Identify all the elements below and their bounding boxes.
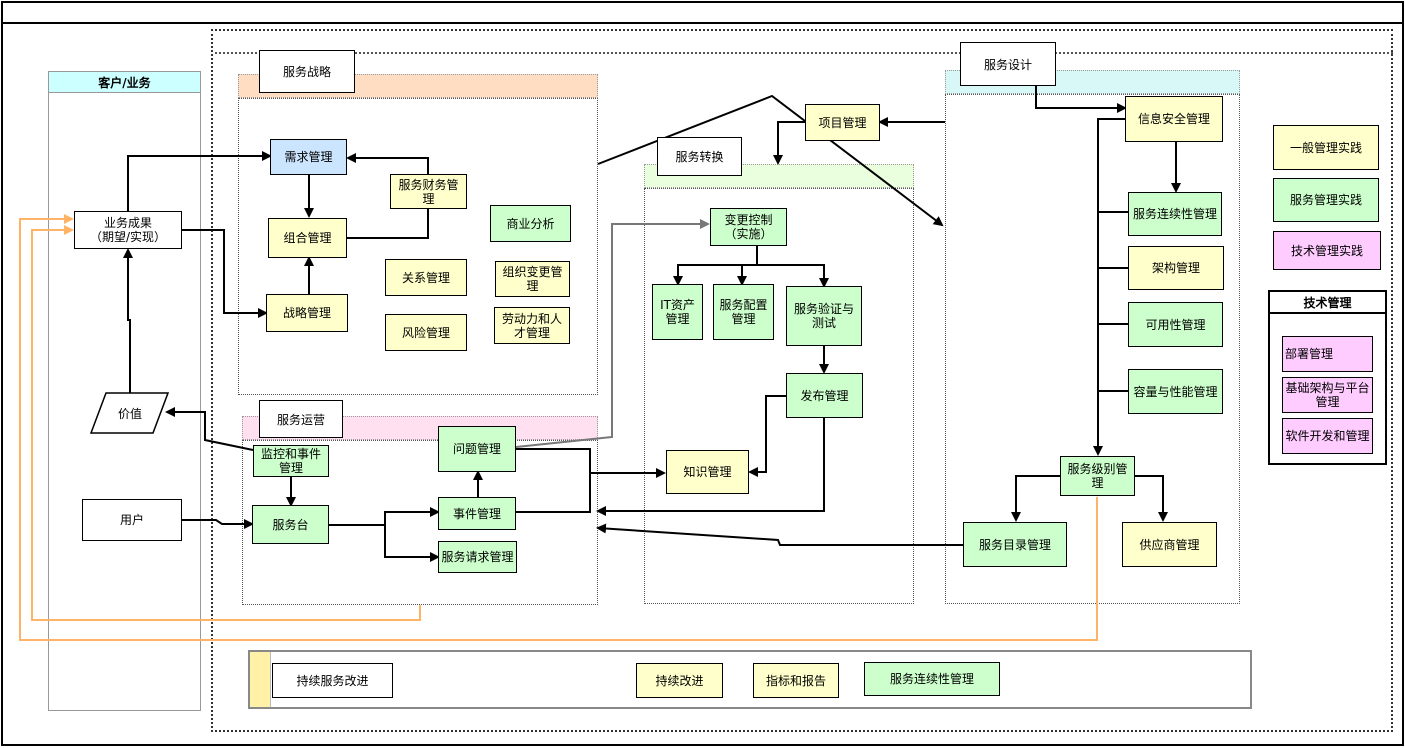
monitoring-event-node[interactable]: 监控和事件管理 [253,445,329,477]
information-security-node[interactable]: 信息安全管理 [1125,96,1223,142]
continuous-improvement-node[interactable]: 持续改进 [636,663,723,698]
design-title: 服务设计 [960,42,1056,86]
title-bar [1,1,1404,24]
software-development-node[interactable]: 软件开发和管理 [1282,418,1373,454]
deployment-management-node[interactable]: 部署管理 [1282,336,1373,372]
knowledge-management-node[interactable]: 知识管理 [666,450,749,494]
tech-management-title: 技术管理 [1268,290,1387,314]
org-change-node[interactable]: 组织变更管理 [495,261,570,297]
legend-general-practice: 一般管理实践 [1273,125,1379,170]
project-management-node[interactable]: 项目管理 [805,104,880,141]
transition-title: 服务转换 [657,137,742,176]
strategy-title: 服务战略 [259,50,355,93]
validation-testing-node[interactable]: 服务验证与测试 [786,286,862,346]
demand-management-node[interactable]: 需求管理 [270,139,347,175]
operation-title: 服务运营 [259,400,343,438]
csi-title: 持续服务改进 [272,663,393,698]
operation-section [242,440,598,605]
relationship-management-node[interactable]: 关系管理 [385,259,467,296]
availability-node[interactable]: 可用性管理 [1128,302,1223,347]
csi-service-continuity-node[interactable]: 服务连续性管理 [864,662,1000,696]
strategy-management-node[interactable]: 战略管理 [266,294,348,332]
inner-dotted-line [215,52,1393,54]
service-finance-node[interactable]: 服务财务管理 [390,174,467,209]
user-node[interactable]: 用户 [82,499,182,541]
it-asset-node[interactable]: IT资产管理 [652,284,703,340]
value-node[interactable]: 价值 [117,406,142,421]
incident-management-node[interactable]: 事件管理 [438,497,516,530]
infrastructure-platform-node[interactable]: 基础架构与平台管理 [1282,377,1373,413]
service-continuity-node[interactable]: 服务连续性管理 [1128,192,1222,236]
capacity-performance-node[interactable]: 容量与性能管理 [1128,369,1223,414]
supplier-management-node[interactable]: 供应商管理 [1122,522,1217,567]
metrics-reporting-node[interactable]: 指标和报告 [753,663,839,698]
architecture-node[interactable]: 架构管理 [1128,246,1224,290]
workforce-node[interactable]: 劳动力和人才管理 [494,307,570,344]
service-desk-node[interactable]: 服务台 [252,505,329,544]
csi-frame [248,650,1252,709]
strategy-section [238,98,598,395]
service-catalog-node[interactable]: 服务目录管理 [963,522,1067,567]
transition-section [644,188,914,604]
change-control-node[interactable]: 变更控制（实施） [710,208,787,246]
service-config-node[interactable]: 服务配置管理 [713,284,774,340]
legend-service-practice: 服务管理实践 [1273,178,1379,222]
service-request-node[interactable]: 服务请求管理 [438,541,517,573]
problem-management-node[interactable]: 问题管理 [438,426,516,472]
service-level-node[interactable]: 服务级别管理 [1060,456,1135,496]
business-outcome-node[interactable]: 业务成果 （期望/实现） [74,211,182,249]
design-section [945,94,1240,604]
customer-column-title: 客户/业务 [48,71,201,93]
release-management-node[interactable]: 发布管理 [786,373,863,418]
portfolio-management-node[interactable]: 组合管理 [268,218,347,258]
risk-management-node[interactable]: 风险管理 [385,314,467,351]
csi-accent [250,652,271,707]
strategy-header-band [238,74,598,98]
legend-technical-practice: 技术管理实践 [1273,231,1381,270]
business-analysis-node[interactable]: 商业分析 [490,205,571,242]
service-value-system-frame [211,29,1393,732]
